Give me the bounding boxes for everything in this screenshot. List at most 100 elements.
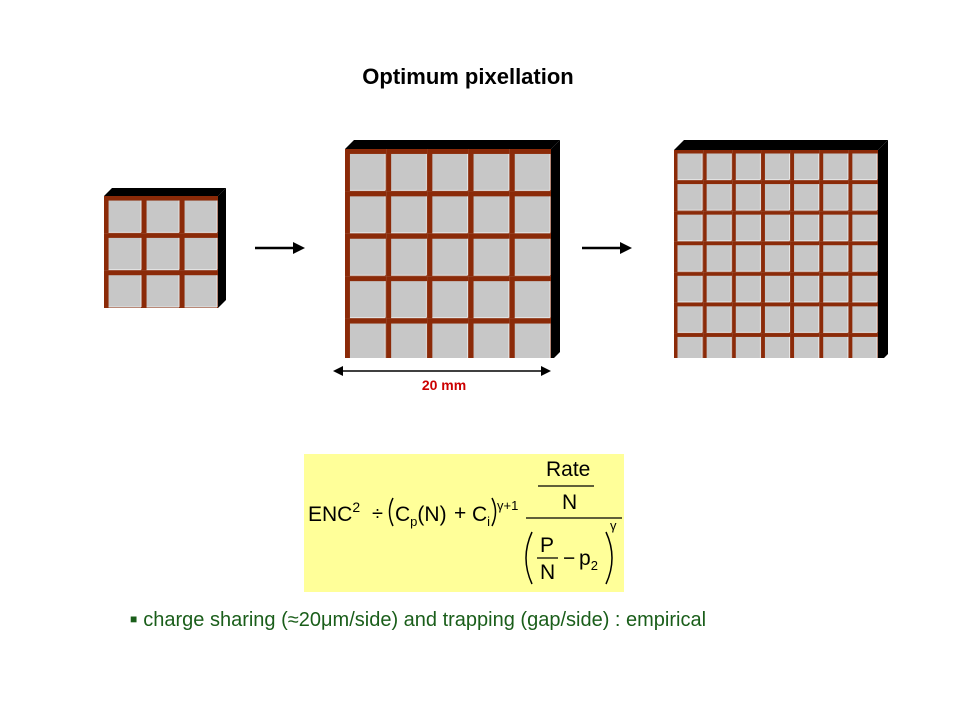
pixel-cell xyxy=(790,241,820,273)
pixel-cell xyxy=(345,276,387,319)
formula-proportional: ÷ xyxy=(372,503,383,525)
pixel-cell xyxy=(790,333,820,358)
pixel-cell xyxy=(468,318,510,358)
detector-3x3 xyxy=(104,188,226,308)
pixel-cell xyxy=(819,211,849,242)
pixel-cell xyxy=(848,211,878,242)
pixel-cell xyxy=(104,233,142,271)
pixel-cell xyxy=(761,180,791,212)
pixel-cell xyxy=(732,272,762,303)
pixel-cell xyxy=(761,241,791,273)
pixel-cell xyxy=(848,150,878,181)
pixel-cell xyxy=(345,233,387,277)
pixel-cell xyxy=(427,233,469,277)
formula-background xyxy=(304,454,624,592)
pixel-cell xyxy=(703,333,733,358)
pixel-cell xyxy=(345,149,387,192)
pixel-cell xyxy=(674,150,704,181)
pixel-cell xyxy=(819,272,849,303)
pixel-cell xyxy=(674,302,704,334)
pixel-cell xyxy=(790,302,820,334)
dimension-arrow xyxy=(333,366,551,376)
pixel-cell xyxy=(819,241,849,273)
pixel-cell xyxy=(345,318,387,358)
pixel-cell xyxy=(761,302,791,334)
pixel-cell xyxy=(790,272,820,303)
arrow-right-icon xyxy=(255,242,305,254)
pixel-cell xyxy=(142,270,180,308)
pixel-cell xyxy=(509,191,551,234)
pixel-cell xyxy=(761,150,791,181)
formula-exp-top: γ+1 xyxy=(497,498,518,513)
formula-exp-bottom: γ xyxy=(610,518,617,533)
pixel-cell xyxy=(468,149,510,192)
pixel-cell xyxy=(674,180,704,212)
pixel-cell xyxy=(848,180,878,212)
formula-n2: N xyxy=(540,561,555,584)
frame-top xyxy=(345,140,560,149)
pixel-cell xyxy=(386,191,428,234)
formula-p-lower: p2 xyxy=(579,547,598,573)
pixel-cell xyxy=(509,149,551,192)
pixel-cell xyxy=(142,233,180,271)
pixel-cell xyxy=(703,211,733,242)
detector-7x7 xyxy=(674,140,888,358)
note-text-after: 20μm/side) and trapping (gap/side) : emp… xyxy=(298,609,707,631)
pixel-cell xyxy=(468,191,510,234)
frame-side xyxy=(551,140,560,358)
detector-5x5 xyxy=(345,140,560,358)
pixel-cell xyxy=(509,276,551,319)
frame-side xyxy=(878,140,888,358)
pixel-cell xyxy=(386,318,428,358)
formula-rate: Rate xyxy=(546,458,590,481)
note-line: ■charge sharing (≈20μm/side) and trappin… xyxy=(130,609,830,632)
frame-side xyxy=(218,188,226,308)
pixel-cell xyxy=(703,150,733,181)
pixel-cell xyxy=(761,211,791,242)
pixel-cell xyxy=(703,272,733,303)
note-approx: ≈ xyxy=(287,609,299,631)
pixel-cell xyxy=(509,318,551,358)
formula-ci: Ci xyxy=(472,503,490,529)
pixel-cell xyxy=(732,333,762,358)
pixel-cell xyxy=(703,302,733,334)
pixel-cell xyxy=(468,233,510,277)
pixel-cell xyxy=(427,276,469,319)
pixel-cell xyxy=(180,233,218,271)
pixel-cell xyxy=(104,196,142,234)
pixel-cell xyxy=(386,149,428,192)
pixel-cell xyxy=(509,233,551,277)
arrow-right-icon xyxy=(582,242,632,254)
formula-p-upper: P xyxy=(540,534,554,557)
pixel-cell xyxy=(345,191,387,234)
pixel-cell xyxy=(732,302,762,334)
pixel-cell xyxy=(761,333,791,358)
pixel-cell xyxy=(468,276,510,319)
pixel-cell xyxy=(180,270,218,308)
enc-formula: ENC2 ÷ Cp(N) + Ci γ+1 Rate N P N − p2 γ xyxy=(304,454,624,592)
pixel-cell xyxy=(848,333,878,358)
dimension-label: 20 mm xyxy=(421,377,467,393)
pixel-cell xyxy=(703,241,733,273)
pixel-cell xyxy=(732,150,762,181)
pixel-cell xyxy=(848,241,878,273)
pixel-cell xyxy=(674,211,704,242)
pixel-cell xyxy=(427,318,469,358)
pixel-cell xyxy=(790,180,820,212)
formula-minus: − xyxy=(563,547,575,570)
pixel-cell xyxy=(732,241,762,273)
pixel-cell xyxy=(674,333,704,358)
frame-top xyxy=(674,140,888,150)
pixel-cell xyxy=(732,180,762,212)
pixel-cell xyxy=(427,149,469,192)
formula-lhs: ENC2 xyxy=(308,499,360,526)
pixel-cell xyxy=(819,180,849,212)
pixel-cell xyxy=(790,211,820,242)
page-title: Optimum pixellation xyxy=(362,64,574,89)
pixel-cell xyxy=(703,180,733,212)
pixel-cell xyxy=(427,191,469,234)
formula-cp: Cp(N) xyxy=(395,503,447,529)
formula-plus: + xyxy=(454,502,466,525)
pixel-cell xyxy=(819,302,849,334)
formula-n1: N xyxy=(562,491,577,514)
